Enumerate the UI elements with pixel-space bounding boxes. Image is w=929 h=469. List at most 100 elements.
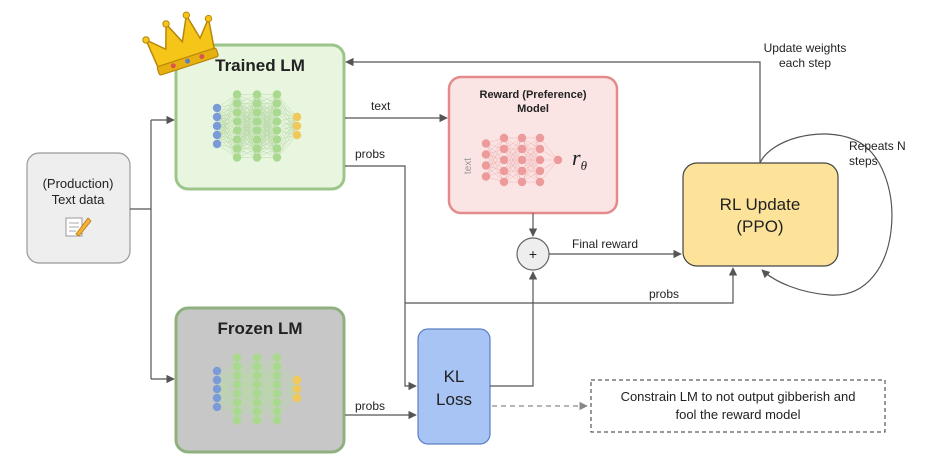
edge-label-final-reward: Final reward [572,237,638,251]
nn-node [212,130,222,140]
nn-edge [256,384,278,421]
nn-node [212,103,222,113]
nn-edge [485,137,505,166]
nn-node [481,150,491,159]
nn-node [292,112,302,122]
nn-node [535,133,545,143]
edge-label-repeats-2: steps [849,154,878,168]
neural-network-icon [212,353,302,425]
nn-node [212,384,222,394]
nn-node [252,135,262,144]
nn-node [252,353,262,362]
nn-node [212,393,222,403]
nn-node [272,389,282,398]
edge-label-update-weights-1: Update weights [764,41,847,55]
nn-node [517,166,527,176]
nn-edge [256,393,278,421]
kl-loss-box: KL Loss [417,328,491,445]
constraint-line1: Constrain LM to not output gibberish and [621,389,856,404]
nn-edge [216,384,238,408]
rl-update-line2: (PPO) [736,217,783,236]
nn-edge [256,130,278,158]
nn-edge [256,357,278,385]
nn-edge [236,121,258,158]
nn-node [252,117,262,126]
nn-edge [236,130,258,158]
edge-label-text: text [371,99,391,113]
nn-edge [503,137,523,172]
neural-network-icon [212,90,302,162]
nn-node [292,393,302,403]
nn-edge [236,393,258,421]
nn-node [553,155,563,165]
nn-node [232,389,242,398]
nn-edge [521,159,541,183]
nn-node [535,155,545,165]
nn-node [292,384,302,394]
nn-node [272,407,282,416]
input-branch-lines [130,115,175,384]
text-data-box: (Production) Text data [26,152,131,264]
nn-node [272,117,282,126]
nn-node [252,380,262,389]
nn-node [232,144,242,153]
nn-node [252,407,262,416]
nn-edge [256,402,278,421]
nn-edge [503,137,523,161]
constraint-line2: fool the reward model [675,407,800,422]
nn-edge [236,94,258,113]
nn-edge [276,379,298,412]
text-data-line2: Text data [52,192,106,207]
nn-edge [256,94,278,131]
nn-node [481,139,491,148]
nn-node [232,398,242,407]
nn-node [252,90,262,99]
nn-node [212,366,222,376]
nn-node [481,172,491,181]
nn-node [535,144,545,154]
kl-loss-line1: KL [444,367,465,386]
nn-node [499,177,509,187]
nn-node [232,108,242,117]
nn-node [499,155,509,165]
nn-edge [276,94,298,118]
nn-node [252,144,262,153]
nn-node [535,177,545,187]
reward-model-box: Reward (Preference) Model text rθ [447,75,619,215]
nn-edge [256,357,278,394]
nn-edge [521,137,541,161]
nn-node [232,135,242,144]
nn-node [292,130,302,140]
nn-node [252,126,262,135]
edge-label-probs-frozen: probs [355,399,385,413]
nn-node [272,371,282,380]
reward-model-input-label: text [463,158,474,174]
nn-edge [256,139,278,158]
nn-edge [276,125,298,158]
nn-node [272,153,282,162]
nn-node [232,362,242,371]
nn-edge [216,357,238,381]
nn-edge [485,148,505,177]
nn-edge [216,112,238,145]
crown-icon [142,11,219,76]
edge-repeats-loop [759,133,893,296]
nn-node [232,416,242,425]
nn-edge [216,357,238,390]
nn-node [272,416,282,425]
nn-node [232,126,242,135]
nn-edge [236,357,258,385]
nn-edge [276,397,298,421]
nn-node [232,353,242,362]
nn-edge [236,402,258,421]
nn-node [272,353,282,362]
nn-edge [539,159,559,183]
nn-node [252,108,262,117]
nn-node [212,402,222,412]
edge-label-repeats-1: Repeats N [849,139,906,153]
edge-label-probs-rl: probs [649,287,679,301]
nn-edge [276,388,298,421]
nn-edge [216,94,238,118]
nn-node [535,166,545,176]
constraint-note: Constrain LM to not output gibberish and… [590,379,886,433]
